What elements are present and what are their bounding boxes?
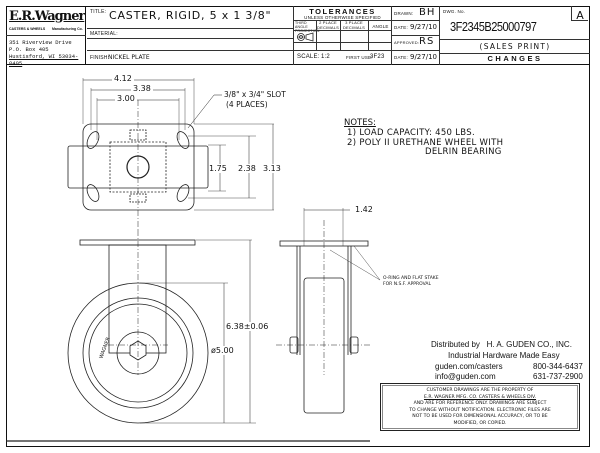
mount-slot-bl (86, 184, 100, 202)
notes-heading: NOTES: (344, 118, 376, 128)
note-2: 2) POLY II URETHANE WHEEL WITH (347, 138, 504, 148)
scale-label: SCALE: (297, 54, 320, 60)
mount-slot-tr (176, 131, 190, 149)
dim-1-75: 1.75 (209, 164, 227, 173)
front-view (67, 230, 256, 424)
first-use-label: FIRST USE: (346, 55, 373, 60)
disclaimer-line-5: NOT TO BE USED FOR DIMENSIONAL ACCURACY,… (412, 414, 548, 419)
disclaimer-line-1: CUSTOMER DRAWINGS ARE THE PROPERTY OF (426, 388, 534, 393)
note-1: 1) LOAD CAPACITY: 450 LBS. (347, 128, 475, 138)
disclaimer-line-4: TO CHANGE WITHOUT NOTIFICATION. ELECTRON… (409, 407, 551, 413)
approval-section: DRAWN: BH DATE: 9/27/10 APPROVED: RS DAT… (392, 6, 440, 65)
disclaimer-box: CUSTOMER DRAWINGS ARE THE PROPERTY OF E.… (380, 383, 580, 431)
two-place-label: 2 PLACE DECIMALS (317, 20, 340, 30)
address-line-1: 351 Riverview Drive (9, 39, 72, 46)
changes-label: CHANGES (487, 54, 543, 63)
company-subtitle-right: Manufacturing Co. (52, 27, 83, 31)
distributor-phone-2: 631-737-2900 (533, 372, 583, 381)
address-line-2: P.O. Box 405 (9, 46, 49, 53)
side-view (276, 208, 381, 414)
disclaimer-line-3: AND ARE FOR REFERENCE ONLY. DRAWINGS ARE… (413, 401, 547, 406)
slot-leader (187, 94, 215, 129)
dim-3-38: 3.38 (131, 84, 153, 93)
dwg-no-label: DWG. No. (443, 9, 466, 14)
dim-2-38: 2.38 (238, 164, 256, 173)
title-block: E.R.Wagner CASTERS & WHEELS Manufacturin… (6, 6, 590, 67)
address-line-3: Hustisford, WI 53034-0405 (9, 53, 79, 67)
date-label-2: DATE: (394, 55, 408, 60)
scale-value: 1:2 (321, 54, 330, 60)
title-section: TITLE: CASTER, RIGID, 5 x 1 3/8" MATERIA… (87, 6, 294, 65)
revision-letter: A (576, 9, 584, 22)
tolerances-section: TOLERANCES UNLESS OTHERWISE SPECIFIED TH… (294, 6, 392, 65)
approved-label: APPROVED: (394, 40, 420, 45)
slot-callout: 3/8" x 3/4" SLOT (224, 90, 286, 99)
disclaimer-line-2: E.R. WAGNER MFG. CO. CASTERS & WHEELS DI… (423, 394, 537, 400)
dim-overall-height: 6.38±0.06 (226, 322, 269, 331)
distributor-line-1: Distributed by H. A. GUDEN CO., INC. (431, 340, 572, 349)
mount-slot-tl (86, 131, 100, 149)
approved-by: RS (419, 36, 435, 47)
title-label: TITLE: (90, 9, 107, 15)
three-place-label: 3 PLACE DECIMALS (342, 20, 366, 30)
tolerances-subheading: UNLESS OTHERWISE SPECIFIED (304, 15, 381, 20)
revision-box: A (571, 6, 588, 22)
drawn-by: BH (419, 7, 436, 18)
first-use-value: 3F23 (370, 54, 385, 60)
company-logo: E.R.Wagner (9, 9, 85, 24)
drawing-number: 3F2345B25000797 (450, 19, 537, 34)
distributor-tagline: Industrial Hardware Made Easy (448, 351, 560, 360)
dim-1-42: 1.42 (355, 205, 373, 214)
distributor-phone-1: 800-344-6437 (533, 362, 583, 371)
drawing-number-section: DWG. No. A 3F2345B25000797 (SALES PRINT)… (440, 6, 590, 65)
dim-4-12: 4.12 (112, 74, 134, 83)
tolerances-heading: TOLERANCES (309, 7, 376, 16)
dim-3-13: 3.13 (263, 164, 281, 173)
dim-wheel-diameter: ø5.00 (211, 346, 234, 355)
oring-note-1: O-RING AND FLAT STAKE (383, 276, 439, 281)
front-fork (108, 244, 167, 354)
company-logo-block: E.R.Wagner CASTERS & WHEELS Manufacturin… (6, 6, 86, 67)
finish-value: NICKEL PLATE (108, 54, 150, 61)
top-plate (82, 123, 195, 211)
date-label-1: DATE: (394, 25, 408, 30)
finish-label: FINISH: (90, 55, 110, 61)
mount-slot-br (176, 184, 190, 202)
drawn-label: DRAWN: (394, 11, 414, 16)
third-angle-projection-icon (297, 32, 314, 42)
drawing-title: CASTER, RIGID, 5 x 1 3/8" (109, 9, 272, 22)
sales-print-label: (SALES PRINT) (479, 42, 551, 51)
material-label: MATERIAL: (90, 31, 118, 37)
distributor-website[interactable]: guden.com/casters (435, 362, 503, 371)
date-approved: 9/27/10 (410, 53, 437, 61)
note-2-cont: DELRIN BEARING (425, 147, 502, 157)
oring-note-2: FOR N.S.F. APPROVAL (383, 282, 431, 287)
front-top-plate (79, 239, 196, 246)
company-subtitle-left: CASTERS & WHEELS (9, 27, 46, 31)
angle-label: ANGLE (372, 24, 389, 29)
drawing-frame (6, 6, 590, 447)
date-drawn: 9/27/10 (410, 23, 437, 31)
oring-leader (329, 249, 381, 281)
distributor-email[interactable]: info@guden.com (435, 372, 496, 381)
dim-3-00: 3.00 (115, 94, 137, 103)
projection-label: THIRD ANGLE PROJECTION (295, 21, 320, 33)
disclaimer-line-6: MODIFIED, OR COPIED. (453, 420, 507, 426)
slot-places: (4 PLACES) (226, 100, 268, 109)
